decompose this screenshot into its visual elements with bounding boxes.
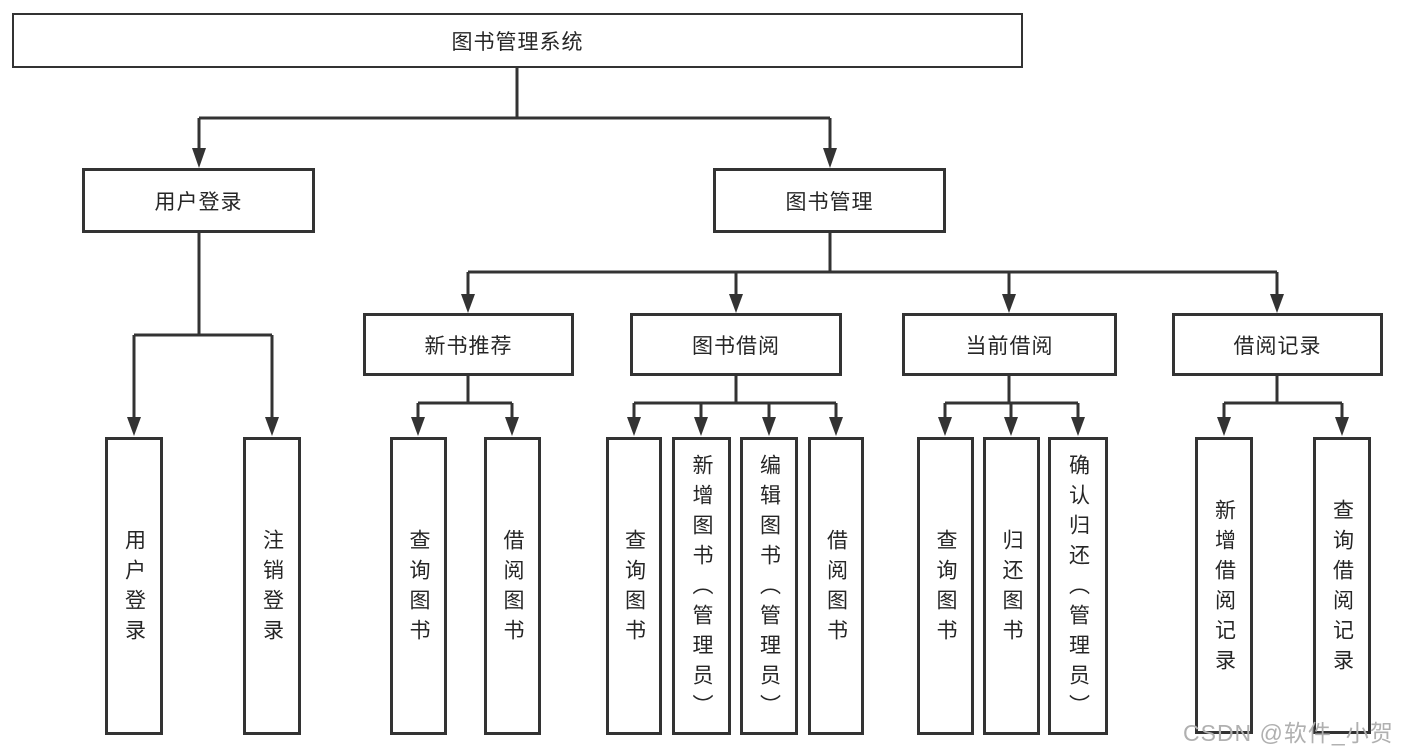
leaf-borrow-add-admin: 新增图书（管理员） xyxy=(672,437,731,735)
leaf-borrow-query-label: 查询图书 xyxy=(622,529,646,649)
leaf-record-add-label: 新增借阅记录 xyxy=(1212,498,1236,679)
node-book-borrow: 图书借阅 xyxy=(630,313,842,376)
leaf-borrow-edit-admin-label: 编辑图书（管理员） xyxy=(757,454,781,724)
leaf-borrow-add-admin-label: 新增图书（管理员） xyxy=(690,454,713,724)
leaf-current-return: 归还图书 xyxy=(983,437,1040,735)
edge-current-borrow-to-leaves xyxy=(938,376,1085,436)
leaf-borrow-edit-admin: 编辑图书（管理员） xyxy=(740,437,798,735)
edge-borrow-record-to-leaves xyxy=(1217,376,1349,436)
leaf-record-query: 查询借阅记录 xyxy=(1313,437,1371,734)
edge-user-login-to-leaves xyxy=(127,233,279,436)
leaf-newbook-borrow-label: 借阅图书 xyxy=(501,529,524,649)
leaf-record-query-label: 查询借阅记录 xyxy=(1330,498,1354,679)
csdn-watermark: CSDN @软件_小贺同学 xyxy=(1183,720,1394,746)
node-borrow-record: 借阅记录 xyxy=(1172,313,1383,376)
leaf-borrow-book: 借阅图书 xyxy=(808,437,864,735)
leaf-logout-label: 注销登录 xyxy=(260,529,284,649)
leaf-newbook-borrow: 借阅图书 xyxy=(484,437,541,735)
leaf-user-login-label: 用户登录 xyxy=(122,529,146,649)
node-book-borrow-label: 图书借阅 xyxy=(692,334,780,358)
edge-root-to-level2 xyxy=(192,68,837,168)
node-user-login-label: 用户登录 xyxy=(154,190,243,214)
node-user-login: 用户登录 xyxy=(82,168,315,233)
leaf-current-query-label: 查询图书 xyxy=(934,529,957,649)
leaf-newbook-query: 查询图书 xyxy=(390,437,447,735)
leaf-borrow-book-label: 借阅图书 xyxy=(824,529,848,649)
node-borrow-record-label: 借阅记录 xyxy=(1233,334,1322,358)
leaf-current-query: 查询图书 xyxy=(917,437,974,735)
edge-new-book-to-leaves xyxy=(411,376,519,436)
node-new-book-rec: 新书推荐 xyxy=(363,313,574,376)
leaf-borrow-query: 查询图书 xyxy=(606,437,662,735)
leaf-logout: 注销登录 xyxy=(243,437,301,735)
node-root: 图书管理系统 xyxy=(12,13,1023,68)
leaf-current-confirm-admin: 确认归还（管理员） xyxy=(1048,437,1108,735)
edge-book-mgmt-to-level3 xyxy=(461,233,1284,313)
leaf-record-add: 新增借阅记录 xyxy=(1195,437,1253,734)
leaf-current-return-label: 归还图书 xyxy=(1000,529,1023,649)
node-current-borrow: 当前借阅 xyxy=(902,313,1117,376)
node-current-borrow-label: 当前借阅 xyxy=(965,334,1054,358)
node-new-book-rec-label: 新书推荐 xyxy=(424,334,513,358)
leaf-current-confirm-admin-label: 确认归还（管理员） xyxy=(1066,454,1090,724)
leaf-user-login: 用户登录 xyxy=(105,437,163,735)
leaf-newbook-query-label: 查询图书 xyxy=(407,529,430,649)
node-book-mgmt: 图书管理 xyxy=(713,168,946,233)
node-root-label: 图书管理系统 xyxy=(451,30,584,54)
node-book-mgmt-label: 图书管理 xyxy=(785,190,874,214)
edge-book-borrow-to-leaves xyxy=(627,376,843,436)
